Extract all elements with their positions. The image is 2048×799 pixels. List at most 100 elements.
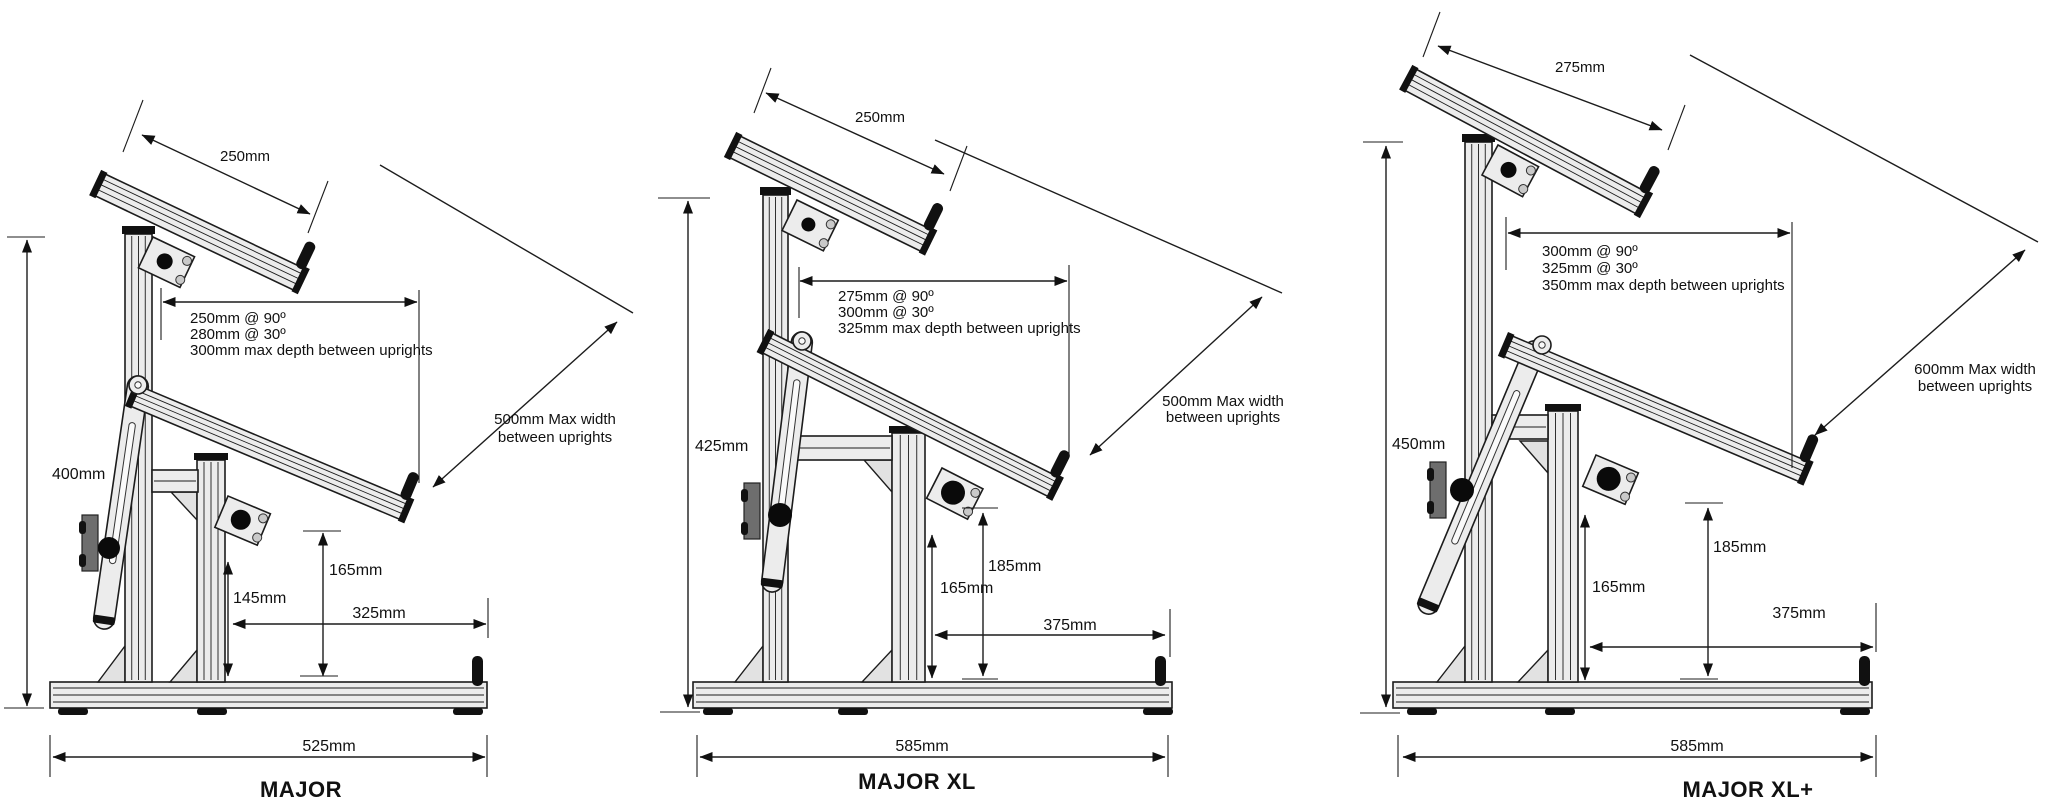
dim-depth-max-label: 350mm max depth between uprights <box>1542 277 1785 294</box>
tier2-mount-bracket <box>213 494 272 547</box>
arm-lock-knob <box>768 503 792 527</box>
dim-max-width-label-line2: between uprights <box>498 429 612 446</box>
base-end-stop-pin <box>472 656 483 686</box>
foot <box>1407 708 1437 715</box>
gusset <box>860 648 893 683</box>
dim-overall-height-label: 400mm <box>52 466 105 483</box>
dim-overall-height-label: 450mm <box>1392 436 1445 453</box>
model-name-label: MAJOR XL <box>858 769 976 794</box>
tier-end-stop-pin <box>296 241 316 270</box>
dim-max-width-label-line2: between uprights <box>1166 409 1280 426</box>
dim-overall-height-label: 425mm <box>695 438 748 455</box>
foot <box>453 708 483 715</box>
gusset <box>1516 648 1549 683</box>
dim-depth-90-label: 300mm @ 90º <box>1542 243 1638 260</box>
model-name-label: MAJOR XL+ <box>1682 777 1813 799</box>
tier-end-stop-pin <box>1050 450 1070 478</box>
tier-end-stop-pin <box>923 203 944 231</box>
mid-upright <box>889 426 928 683</box>
tier-end-stop-pin <box>400 472 419 501</box>
base-rail <box>49 656 488 715</box>
dim-tier-length <box>141 134 311 215</box>
dim-tier2-height-label: 165mm <box>329 562 382 579</box>
foot <box>703 708 733 715</box>
dim-tier-length <box>765 92 945 175</box>
mid-upright <box>1545 404 1581 683</box>
arm-slot <box>1451 390 1521 545</box>
stand-drawing-major-xl <box>658 67 1283 777</box>
gusset <box>733 643 764 683</box>
dim-base-length-label: 585mm <box>1670 738 1723 755</box>
dim-depth-30-label: 325mm @ 30º <box>1542 260 1638 277</box>
tier2-rail <box>124 381 419 524</box>
dim-depth-90-label: 250mm @ 90º <box>190 310 286 327</box>
extension-line <box>307 180 329 234</box>
dim-max-width <box>1814 249 2026 436</box>
dim-tier2-height-label: 185mm <box>1713 539 1766 556</box>
panel-major: 250mm 250mm @ 90º 280mm @ 30º 300mm max … <box>4 99 634 799</box>
dim-max-width-label-line1: 600mm Max width <box>1914 361 2036 378</box>
tier1-mount-bracket <box>780 198 840 252</box>
tier1-rail <box>89 169 316 295</box>
dim-max-width-label-line1: 500mm Max width <box>494 411 616 428</box>
rear-upright <box>1462 134 1495 683</box>
height-clamp <box>79 514 99 572</box>
gusset <box>169 491 198 522</box>
mid-upright <box>194 453 228 683</box>
dim-tier2-height-label: 185mm <box>988 558 1041 575</box>
gusset <box>1518 440 1549 475</box>
tier2-rail <box>756 328 1070 501</box>
base-rail <box>1392 656 1873 715</box>
height-clamp <box>1427 461 1447 519</box>
model-name-label: MAJOR <box>260 777 342 799</box>
dim-max-width <box>432 321 618 488</box>
tilt-adjust-knob <box>801 217 816 232</box>
dim-depth-max-label: 300mm max depth between uprights <box>190 342 433 359</box>
stand-drawing-major-xl-plus <box>1360 11 2039 777</box>
gusset <box>1435 643 1466 683</box>
tier-end-stop-pin <box>1799 434 1819 463</box>
foot <box>838 708 868 715</box>
dim-clearance-label: 375mm <box>1772 605 1825 622</box>
panel-major-xl: 250mm 275mm @ 90º 300mm @ 30º 325mm max … <box>658 67 1284 794</box>
foot <box>1840 708 1870 715</box>
base-end-stop-pin <box>1859 656 1870 686</box>
base-rail <box>692 656 1173 715</box>
dim-depth-30-label: 280mm @ 30º <box>190 326 286 343</box>
crossbar <box>151 469 199 493</box>
tier2-rail <box>1497 331 1819 486</box>
foot <box>1143 708 1173 715</box>
support-arm <box>1416 340 1546 615</box>
dim-clearance-label: 325mm <box>352 605 405 622</box>
dim-max-width <box>1089 296 1263 456</box>
tier2-mount-bracket <box>1581 453 1640 506</box>
gusset <box>168 648 198 683</box>
arm-lock-knob <box>1450 478 1474 502</box>
dim-clearance-label: 375mm <box>1043 617 1096 634</box>
dim-mid-height-label: 145mm <box>233 590 286 607</box>
support-arm <box>760 331 814 593</box>
dim-max-width-label-line2: between uprights <box>1918 378 2032 395</box>
dim-max-width-leader <box>379 164 634 314</box>
dim-tier-length-label: 275mm <box>1555 59 1605 76</box>
tilt-adjust-knob <box>940 480 965 505</box>
height-clamp <box>741 482 761 540</box>
dim-depth-90-label: 275mm @ 90º <box>838 288 934 305</box>
dim-mid-height-label: 165mm <box>1592 579 1645 596</box>
tier1-mount-bracket <box>1480 143 1540 198</box>
gusset <box>96 643 126 683</box>
tier1-mount-bracket <box>137 235 196 289</box>
crossbar <box>787 435 893 461</box>
panel-major-xl-plus: 275mm 300mm @ 90º 325mm @ 30º 350mm max … <box>1360 11 2039 799</box>
stand-drawing-major <box>4 99 634 777</box>
dim-tier-length-label: 250mm <box>220 148 270 165</box>
base-end-stop-pin <box>1155 656 1166 686</box>
tier2-mount-bracket <box>925 466 985 521</box>
tier1-rail <box>1399 64 1660 219</box>
gusset <box>862 459 893 494</box>
foot <box>1545 708 1575 715</box>
tilt-adjust-knob <box>1500 161 1517 178</box>
dim-depth-max-label: 325mm max depth between uprights <box>838 320 1081 337</box>
